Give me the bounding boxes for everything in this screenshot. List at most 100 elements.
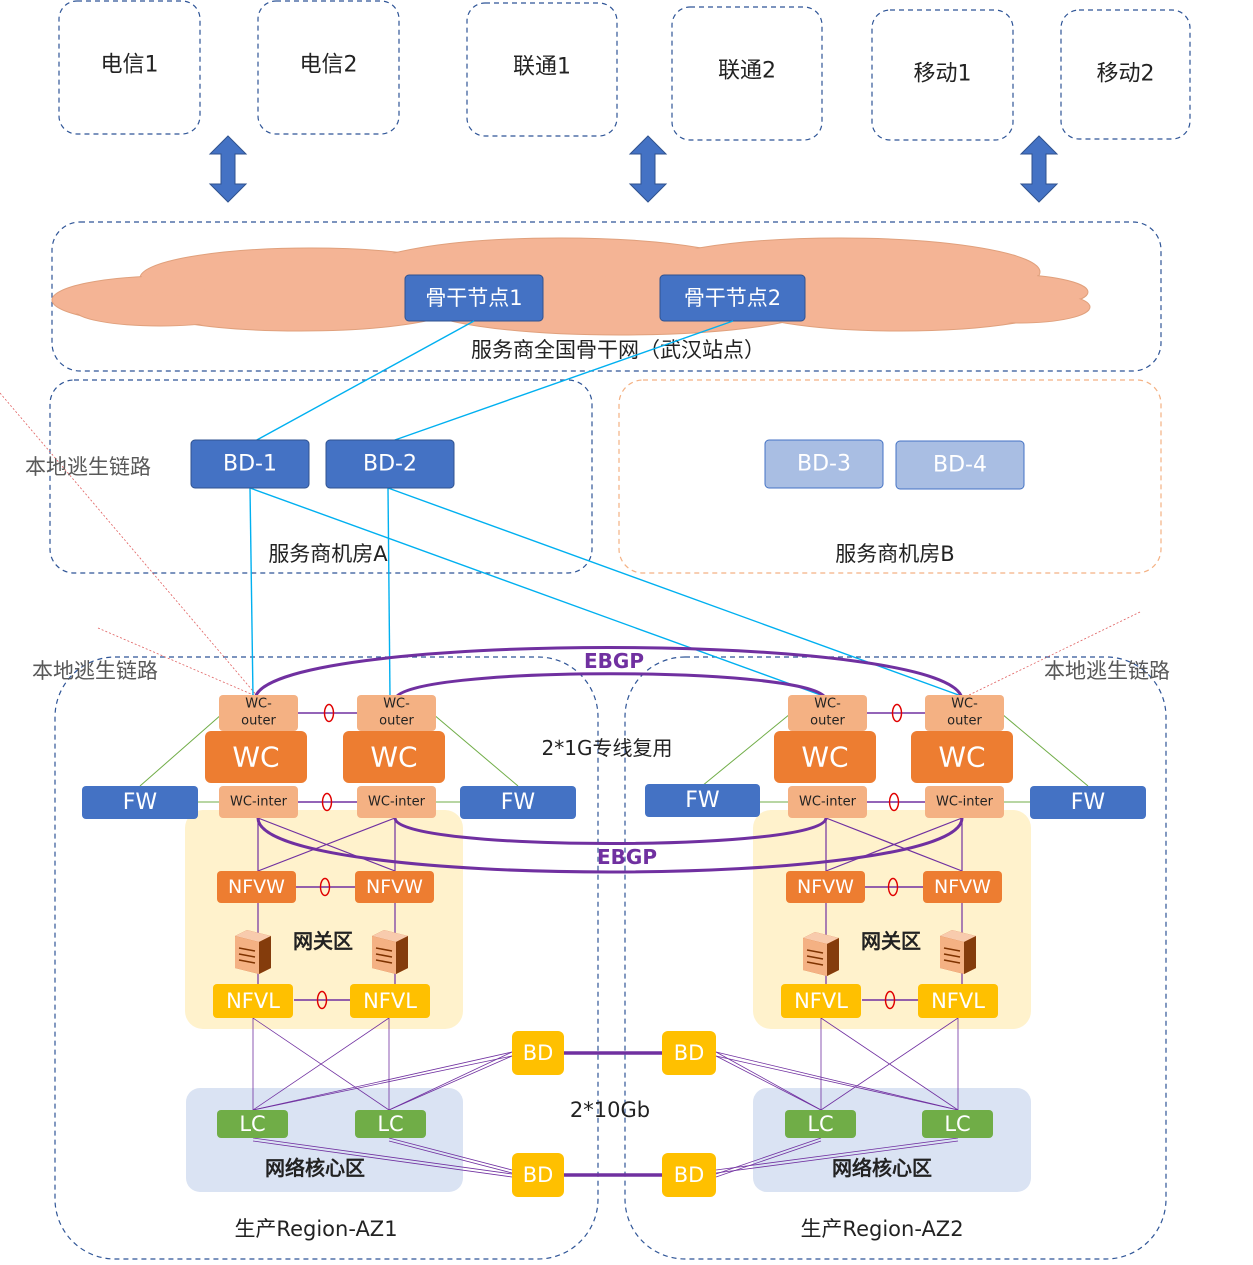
room-a-region — [49, 379, 593, 574]
ebgp-label-top: EBGP — [584, 649, 644, 673]
line-multiplex-label: 2*1G专线复用 — [542, 736, 673, 760]
escape-label-az1: 本地逃生链路 — [32, 659, 158, 683]
lc-az1-2-label: LC — [377, 1112, 403, 1136]
link-internal — [252, 1051, 513, 1111]
carrier-box-2 — [257, 0, 400, 135]
nfvl-az2-2 — [918, 984, 998, 1018]
wc-az2-1-label: WC — [801, 741, 848, 774]
carrier-box-4 — [671, 6, 823, 141]
link-bd2-wcouter — [387, 487, 391, 698]
nfvl-az1-1 — [213, 984, 293, 1018]
link-fw-wc — [139, 713, 223, 787]
lc-az1-1-label: LC — [239, 1112, 265, 1136]
wc-outer-az1-2 — [357, 695, 436, 731]
fw-az1-left — [82, 786, 198, 819]
bd-3-node-label: BD-3 — [797, 452, 851, 477]
carrier-label-4: 联通2 — [718, 59, 776, 84]
wc-outer-label-az2-1: outer — [810, 714, 845, 729]
nfvl-az2-1-label: NFVL — [794, 989, 848, 1013]
wc-outer-label-az2-2: outer — [947, 714, 982, 729]
bd-2-node — [325, 439, 455, 489]
wc-outer-label-az2-2: WC- — [951, 697, 978, 712]
link-internal — [252, 1137, 513, 1175]
fw-az1-left-label: FW — [123, 790, 158, 815]
link-internal — [715, 1051, 822, 1111]
link-internal — [257, 817, 396, 872]
carrier-box-3 — [466, 2, 618, 137]
nfvl-az1-2 — [350, 984, 430, 1018]
link-internal — [715, 1137, 959, 1171]
wc-outer-label-az1-1: outer — [241, 714, 276, 729]
carrier-label-5: 移动1 — [914, 62, 972, 87]
ebgp-ring-outer — [253, 646, 964, 701]
carrier-label-2: 电信2 — [300, 53, 358, 78]
wc-outer-az2-2 — [925, 695, 1004, 731]
ebgp-ring-outer-inner — [393, 672, 828, 701]
gateway-zone-label-az2: 网关区 — [861, 929, 921, 953]
lc-az2-2-label: LC — [944, 1112, 970, 1136]
fw-az1-right-label: FW — [501, 790, 536, 815]
escape-label-room-a: 本地逃生链路 — [25, 455, 151, 479]
escape-link-line — [97, 627, 259, 698]
fw-az2-right-label: FW — [1071, 790, 1106, 815]
nfvl-az1-1-label: NFVL — [226, 989, 280, 1013]
server-icon — [940, 930, 976, 974]
nfvw-az1-2-label: NFVW — [366, 876, 423, 898]
nfvl-az2-1 — [781, 984, 861, 1018]
wc-az1-1 — [205, 731, 307, 783]
gateway-zone-label-az1: 网关区 — [293, 929, 353, 953]
server-icon — [803, 932, 839, 976]
lc-az2-2 — [922, 1110, 993, 1138]
backbone-node-1-label: 骨干节点1 — [425, 286, 522, 310]
double-arrow-icon — [628, 135, 668, 203]
wc-outer-az1-1 — [219, 695, 298, 731]
core-zone-label-az2: 网络核心区 — [832, 1156, 932, 1180]
escape-link-line — [964, 611, 1141, 698]
backbone-label: 服务商全国骨干网（武汉站点） — [471, 338, 765, 362]
link-node1-bd1 — [254, 320, 475, 442]
az2-label: 生产Region-AZ2 — [800, 1217, 963, 1241]
wc-az2-2-label: WC — [938, 741, 985, 774]
carrier-label-6: 移动2 — [1097, 62, 1155, 87]
line-10gb-label: 2*10Gb — [570, 1098, 650, 1122]
wc-inter-az1-2 — [357, 786, 436, 818]
link-fw-wc — [432, 713, 519, 787]
wc-outer-az2-1 — [788, 695, 867, 731]
link-internal — [715, 1055, 959, 1111]
link-internal — [715, 1055, 822, 1111]
az1-region — [54, 656, 599, 1260]
bd-mid-top-left-label: BD — [523, 1041, 554, 1065]
wc-inter-az1-1 — [219, 786, 298, 818]
link-internal — [252, 1017, 390, 1111]
escape-link-line — [0, 392, 259, 698]
wc-outer-label-az1-2: WC- — [383, 697, 410, 712]
wc-outer-label-az1-2: outer — [379, 714, 414, 729]
fw-az2-left — [645, 784, 760, 817]
room-b-label: 服务商机房B — [835, 542, 954, 566]
double-arrow-icon — [1019, 135, 1059, 203]
carrier-box-6 — [1060, 9, 1191, 140]
bd-mid-top-right — [662, 1031, 716, 1075]
nfvl-az2-2-label: NFVL — [931, 989, 985, 1013]
fw-az2-right — [1030, 786, 1146, 819]
server-icon — [372, 930, 408, 974]
ha-ring-icon — [888, 792, 900, 812]
backbone-node-2-label: 骨干节点2 — [684, 286, 781, 310]
nfvl-az1-2-label: NFVL — [363, 989, 417, 1013]
wc-az1-2-label: WC — [370, 741, 417, 774]
wc-inter-az2-2 — [925, 786, 1004, 818]
bd-mid-top-right-label: BD — [674, 1041, 705, 1065]
wc-az1-2 — [343, 731, 445, 783]
bd-4-node-label: BD-4 — [933, 453, 987, 478]
ha-ring-icon — [321, 792, 333, 812]
link-internal — [388, 1137, 513, 1171]
double-arrow-icon — [208, 135, 248, 203]
nfvw-az1-2 — [355, 871, 434, 903]
nfvw-az2-2-label: NFVW — [934, 876, 991, 898]
bd-2-node-label: BD-2 — [363, 452, 417, 477]
link-node2-bd2 — [391, 320, 734, 442]
wc-az1-1-label: WC — [232, 741, 279, 774]
bd-mid-bottom-left-label: BD — [523, 1163, 554, 1187]
core-zone-label-az1: 网络核心区 — [265, 1156, 365, 1180]
